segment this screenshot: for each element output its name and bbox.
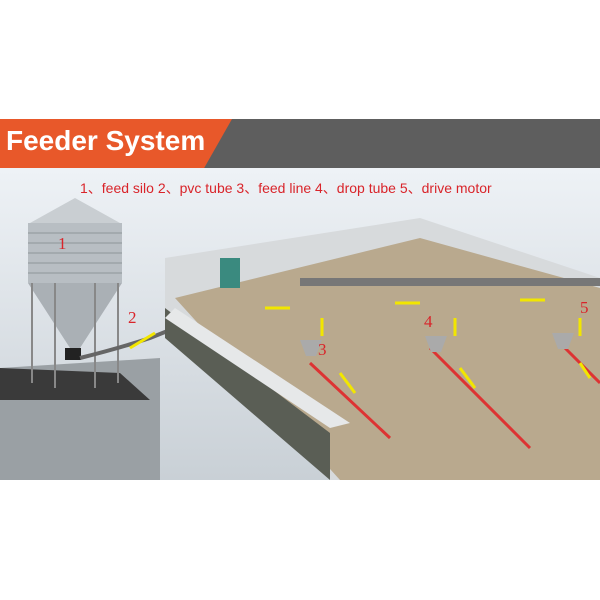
flow-arrows xyxy=(129,298,592,394)
page-title: Feeder System xyxy=(6,125,206,156)
drop-hoppers xyxy=(300,333,574,356)
silo-base xyxy=(0,368,150,400)
label-drive-motor: 5 xyxy=(580,298,589,317)
label-pvc-tube: 2 xyxy=(128,308,137,327)
header-banner: Feeder System xyxy=(0,119,600,168)
poultry-house xyxy=(165,218,600,480)
feed-silo xyxy=(28,198,122,388)
title-accent xyxy=(0,119,232,168)
pvc-tube xyxy=(79,316,201,360)
feeder-illustration xyxy=(0,168,600,480)
label-feed-line: 3 xyxy=(318,340,327,359)
label-drop-tube: 4 xyxy=(424,312,433,331)
label-feed-silo: 1 xyxy=(58,234,67,253)
component-legend: 1、feed silo 2、pvc tube 3、feed line 4、dro… xyxy=(80,180,492,196)
